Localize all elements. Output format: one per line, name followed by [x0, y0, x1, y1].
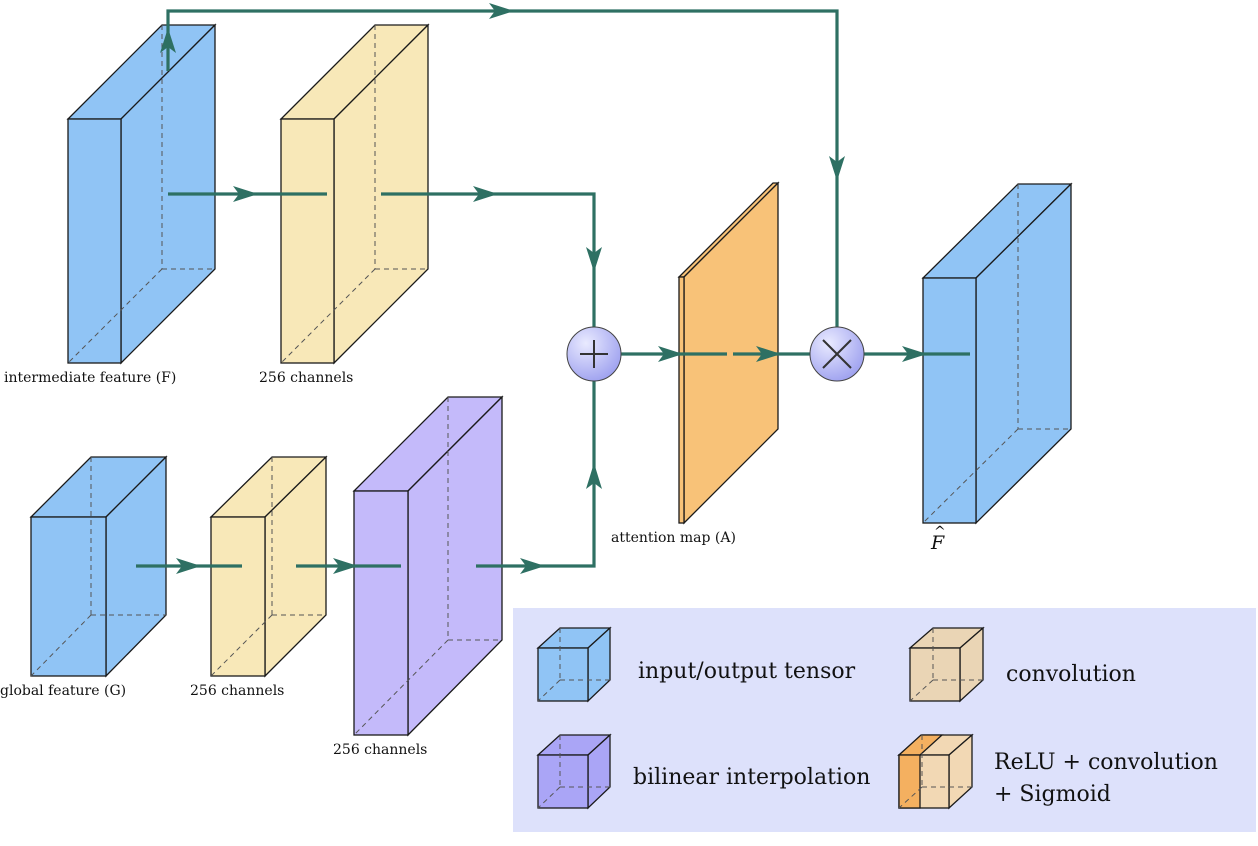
arrow-right-skip [489, 3, 514, 19]
attention-map-label: attention map (A) [611, 530, 736, 546]
attention-map-block [677, 181, 780, 525]
legend-io-cube-icon [536, 626, 612, 703]
multiply-icon-b [822, 339, 852, 369]
global-feature-block [29, 455, 168, 678]
legend-bilinear-cube-icon [536, 733, 612, 810]
output-feature-block [921, 182, 1073, 525]
conv-block-bottom [209, 455, 328, 678]
arrow-right-mul [902, 346, 927, 362]
intermediate-feature-label: intermediate feature (F) [4, 370, 176, 386]
arrow-right-add [658, 346, 683, 362]
arrow-right-g [176, 558, 201, 574]
legend-relu-label-line1: ReLU + convolution [994, 750, 1218, 775]
arrow-down-skip [829, 156, 845, 181]
arrow-right-convb [333, 558, 358, 574]
global-feature-label: global feature (G) [0, 683, 126, 699]
arrow-down-add [586, 247, 602, 272]
conv-top-channels-label: 256 channels [259, 370, 353, 386]
legend-conv-cube-icon [908, 626, 985, 703]
multiply-operator [809, 326, 865, 382]
arrow-right-conv [473, 186, 498, 202]
output-hat-mark: ^ [934, 524, 946, 540]
arrow-up-skip [160, 28, 176, 53]
legend-relu-label-line2: + Sigmoid [994, 782, 1111, 807]
legend-bilinear-label: bilinear interpolation [633, 765, 870, 790]
flow-arrowheads [160, 3, 927, 574]
bilinear-block [352, 395, 504, 737]
arrow-right-bil [520, 558, 545, 574]
legend-conv-label: convolution [1006, 662, 1136, 687]
bilinear-channels-label: 256 channels [333, 742, 427, 758]
legend-io-label: input/output tensor [638, 659, 856, 684]
conv-bottom-channels-label: 256 channels [190, 683, 284, 699]
output-feature-label: F [930, 532, 945, 554]
legend-relu-cube-icon [897, 733, 974, 810]
plus-operator [566, 326, 622, 382]
arrow-right-f [233, 186, 258, 202]
legend-panel [513, 608, 1256, 832]
arrow-right-att [756, 346, 781, 362]
arrow-up-add [586, 463, 602, 489]
